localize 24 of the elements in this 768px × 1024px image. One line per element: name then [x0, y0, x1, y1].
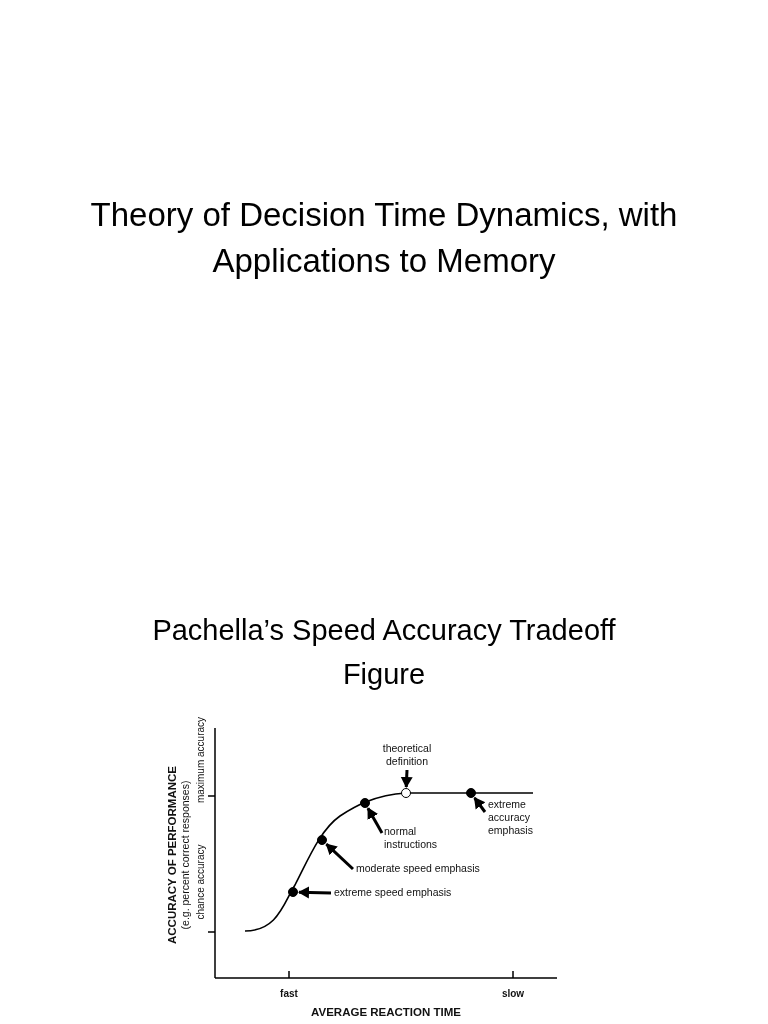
axis-label: (e.g. percent correct responses) [179, 780, 191, 930]
arrow [473, 796, 487, 813]
axis-label: ACCURACY OF PERFORMANCE [166, 766, 178, 944]
arrow [366, 807, 384, 834]
slide-title: Theory of Decision Time Dynamics, with Applications to Memory [89, 195, 679, 281]
data-point [288, 887, 298, 897]
annotation: normal instructions [384, 825, 456, 851]
data-point [360, 798, 370, 808]
axis-label: chance accuracy [194, 844, 206, 920]
annotation: extreme speed emphasis [334, 886, 452, 899]
arrow [325, 843, 355, 871]
arrow [298, 886, 332, 899]
annotation: theoretical definition [374, 742, 440, 768]
data-point [317, 835, 327, 845]
axis-label: fast [280, 987, 298, 999]
axis-label: slow [501, 987, 525, 999]
arrow [400, 769, 413, 788]
open-data-point [401, 788, 411, 798]
axis-label: AVERAGE REACTION TIME [311, 1006, 461, 1018]
data-point [466, 788, 476, 798]
annotation: extreme accuracy emphasis [488, 798, 550, 837]
figure-caption: Pachella’s Speed Accuracy Tradeoff Figure [151, 613, 617, 692]
axis-label: maximum accuracy [194, 716, 206, 804]
annotation: moderate speed emphasis [356, 862, 480, 875]
